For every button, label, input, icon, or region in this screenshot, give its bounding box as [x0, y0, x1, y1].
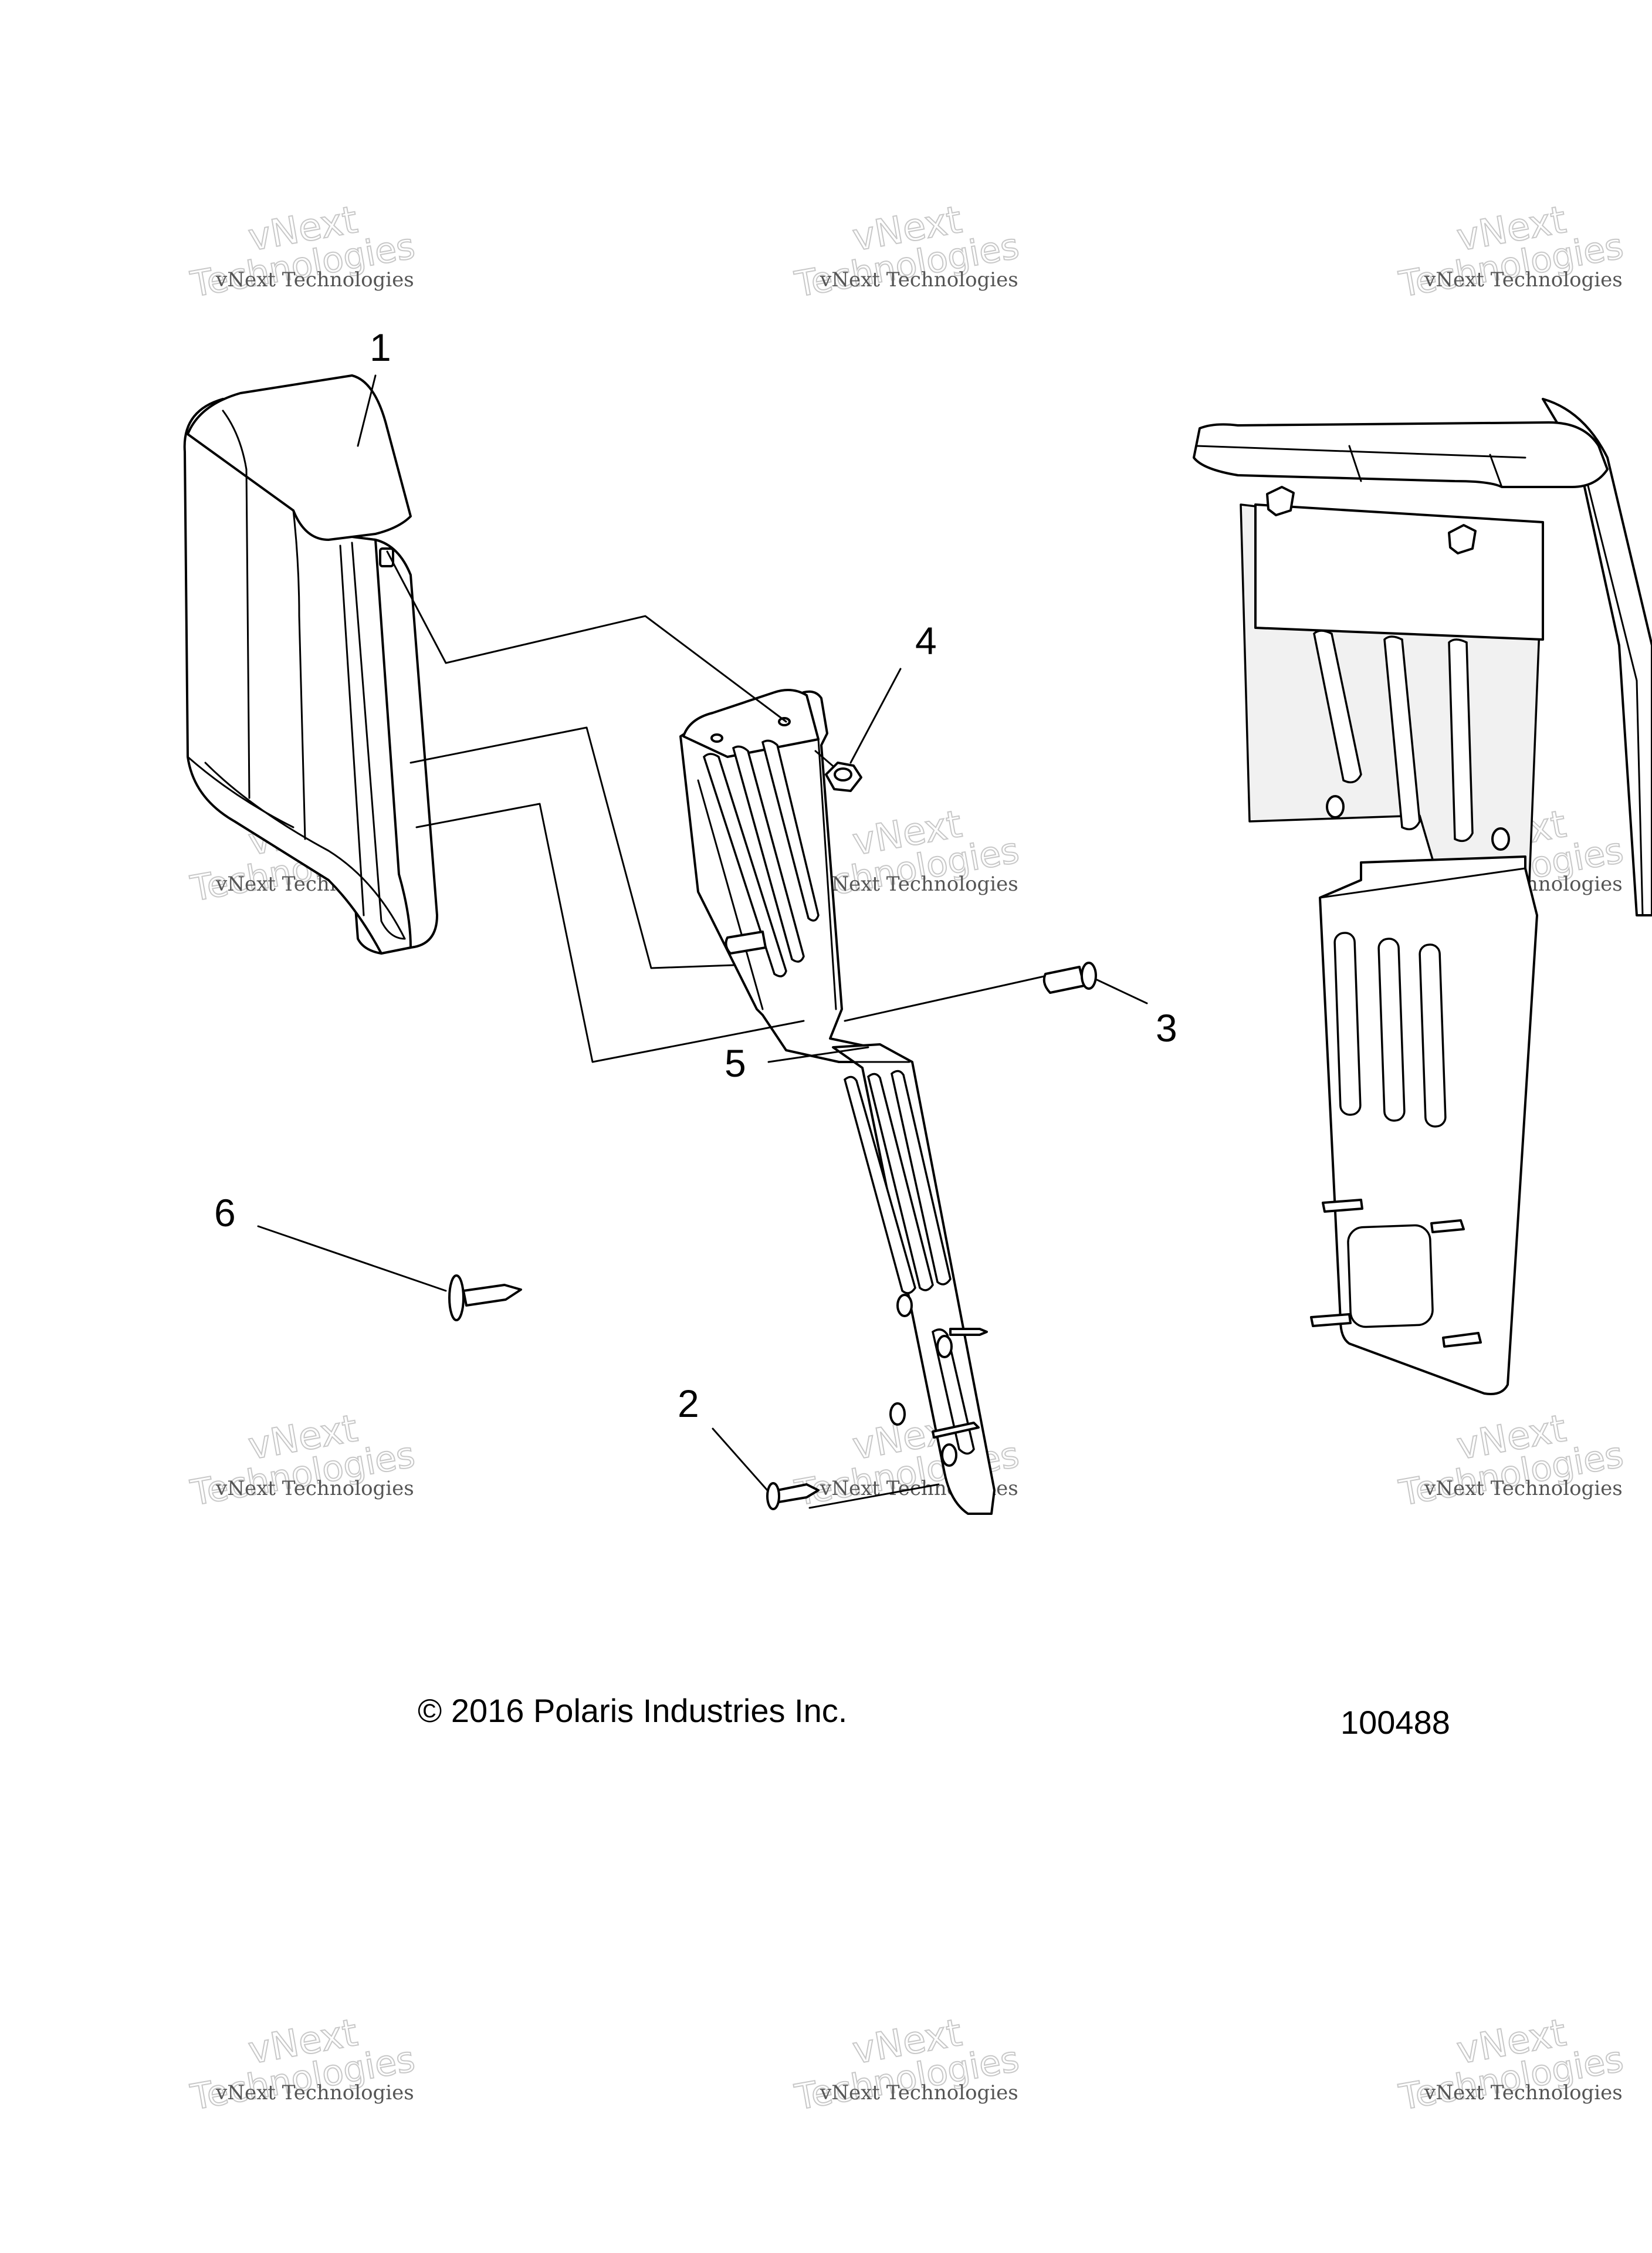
- callout-4: 4: [915, 619, 937, 662]
- headrest-bracket: [679, 689, 996, 1515]
- callout-2: 2: [678, 1382, 699, 1425]
- callout-leaders: [257, 374, 1148, 1491]
- watermark-text: vNext Technologies: [820, 268, 1018, 292]
- callout-3: 3: [1156, 1006, 1177, 1050]
- assembled-headrest: [1193, 398, 1652, 1395]
- figure-number: 100488: [1340, 1704, 1450, 1741]
- screw-2: [766, 1482, 820, 1510]
- callout-6: 6: [214, 1191, 236, 1234]
- watermark-text: vNext Technologies: [820, 872, 1018, 896]
- flange-nut: [825, 762, 862, 792]
- watermark-text: vNext Technologies: [215, 2081, 414, 2105]
- callout-1: 1: [370, 326, 391, 369]
- screw-3: [1042, 962, 1097, 994]
- callout-5: 5: [725, 1041, 746, 1085]
- screw-6: [448, 1274, 522, 1321]
- watermark-text: vNext Technologies: [215, 268, 414, 292]
- pin: [725, 931, 767, 955]
- watermark-text: vNext Technologies: [1424, 268, 1623, 292]
- alignment-lines: [386, 550, 1069, 1509]
- watermark-text: vNext Technologies: [1424, 1477, 1623, 1500]
- watermark-text: vNext Technologies: [820, 2081, 1018, 2105]
- watermark-text: vNext Technologies: [215, 1477, 414, 1500]
- copyright-text: © 2016 Polaris Industries Inc.: [418, 1692, 847, 1729]
- watermark-text: vNext Technologies: [1424, 2081, 1623, 2105]
- headrest-cushion: [183, 374, 438, 955]
